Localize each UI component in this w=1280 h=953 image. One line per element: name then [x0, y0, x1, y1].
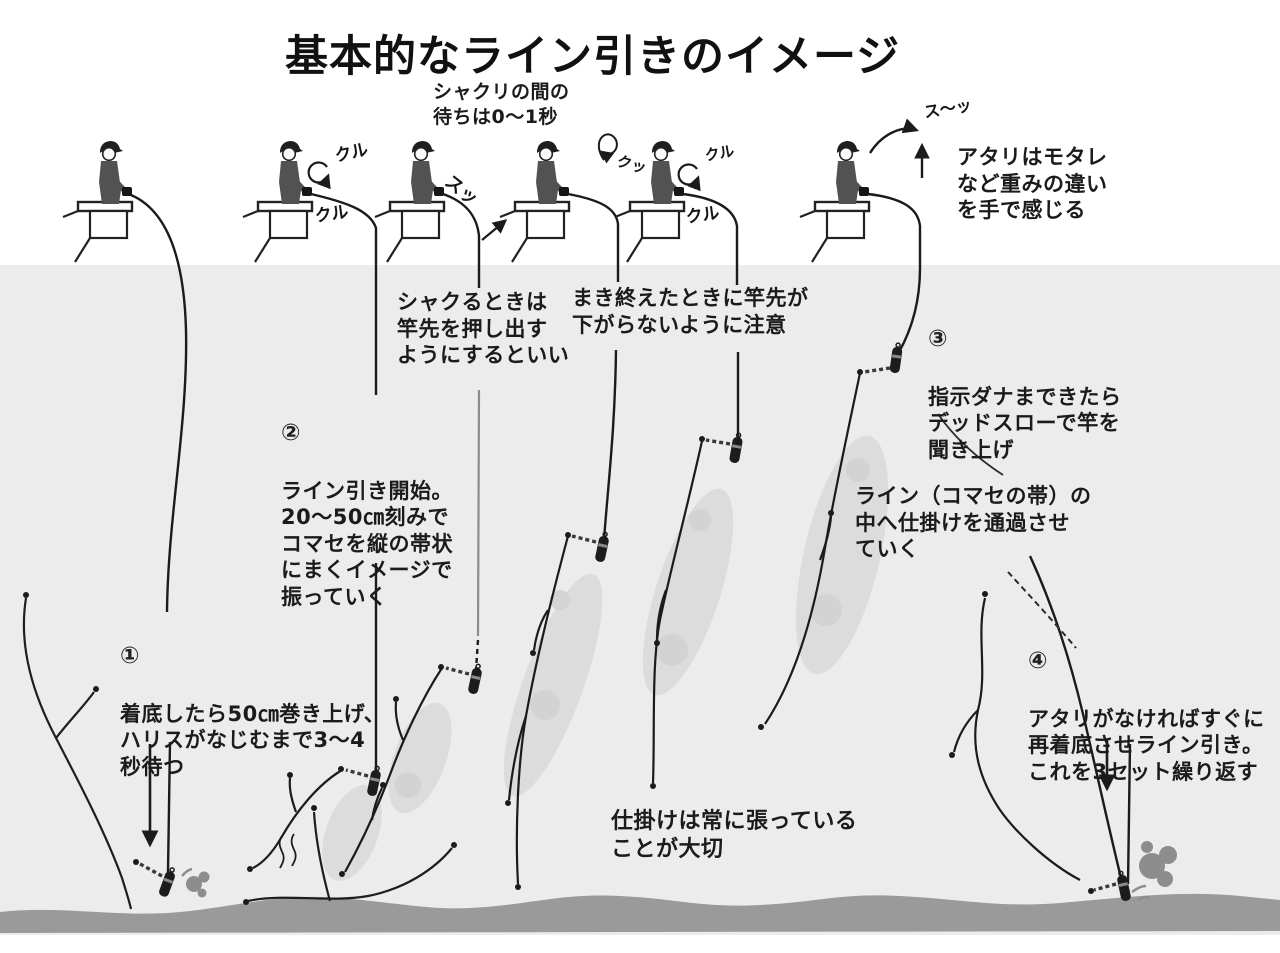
sand-puff-left [181, 867, 210, 898]
motion-arrows [141, 118, 1116, 848]
rig-1 [133, 859, 179, 899]
reel-arrow-icon-f2 [309, 162, 328, 182]
rig-7 [949, 591, 1133, 903]
note-chum-band: ライン（コマセの帯）の 中へ仕掛けを通過させ ていく [855, 484, 1092, 562]
note-rod-tip: まき終えたときに竿先が 下がらないように注意 [572, 286, 809, 337]
loop-arrow-icon [597, 133, 618, 164]
note-tension: 仕掛けは常に張っている ことが大切 [611, 809, 858, 862]
step-3: ③ 指示ダナまできたら デッドスローで竿を 聞き上げ [928, 298, 1122, 490]
fisherman-4 [536, 141, 569, 204]
note-shakuri-wait: シャクリの間の 待ちは0〜1秒 [433, 81, 570, 128]
fishing-line-1-drop [166, 741, 172, 873]
motion-label-f2-bottom: クル [313, 202, 350, 227]
boat-1 [61, 200, 134, 264]
boat-2 [241, 200, 314, 264]
fisherman-6 [836, 141, 869, 204]
sand-puff-right [1131, 841, 1177, 902]
step-2-number: ② [281, 419, 301, 446]
rig-5 [650, 431, 745, 789]
fisherman-3 [411, 141, 444, 204]
step-4: ④ アタリがなければすぐに 再着底させライン引き。 これを3セット繰り返す [1028, 620, 1265, 812]
rig-2 [247, 764, 384, 872]
seafloor [0, 893, 1280, 933]
rigs [133, 341, 1133, 903]
fishing-line-7-drop [1126, 743, 1132, 885]
fishing-line-6 [867, 192, 922, 353]
note-push-rod: シャクるときは 竿先を押し出す ようにするといい [397, 290, 570, 368]
step-1-text: 着底したら50㎝巻き上げ、 ハリスがなじむまで3〜4 秒待つ [120, 701, 386, 779]
step-2: ② ライン引き開始。 20〜50㎝刻みで コマセを縦の帯状 にまくイメージで 振… [281, 392, 453, 637]
step-1-number: ① [120, 642, 140, 669]
fishing-line-7 [1028, 555, 1124, 883]
fisherman-2 [279, 141, 312, 204]
step-1: ① 着底したら50㎝巻き上げ、 ハリスがなじむまで3〜4 秒待つ [120, 615, 385, 807]
fishing-line-4 [567, 192, 620, 282]
fishing-line-1 [130, 193, 188, 613]
step-3-text: 指示ダナまできたら デッドスローで竿を 聞き上げ [928, 384, 1122, 462]
boat-5 [613, 200, 686, 264]
fisherman-1 [99, 141, 132, 204]
rig-3 [339, 662, 485, 877]
boat-6 [798, 200, 871, 264]
boat-3 [373, 200, 446, 264]
chum-bands [322, 435, 889, 881]
annotation-connectors [937, 413, 1077, 649]
push-arrow-icon [481, 219, 508, 241]
rig-4 [505, 530, 612, 890]
step-4-number: ④ [1028, 647, 1048, 674]
old-slack-lines [22, 592, 457, 910]
fishing-line-3 [442, 192, 481, 288]
step-2-text: ライン引き開始。 20〜50㎝刻みで コマセを縦の帯状 にまくイメージで 振って… [281, 478, 453, 610]
lift-swoosh-icon [868, 118, 919, 154]
reel-arrow-icon-f5 [679, 164, 698, 184]
fishing-lines [130, 192, 1132, 885]
boat-4 [498, 200, 571, 264]
sea-water [0, 265, 1280, 935]
motion-label-f5-bottom: クル [684, 203, 721, 228]
step-4-text: アタリがなければすぐに 再着底させライン引き。 これを3セット繰り返す [1028, 706, 1265, 784]
fishing-line-2 [310, 192, 378, 395]
fishing-line-5 [682, 192, 739, 285]
rig-6 [758, 341, 905, 730]
step-3-number: ③ [928, 325, 948, 352]
note-atari: アタリはモタレ など重みの違い を手で感じる [957, 145, 1108, 223]
page-title: 基本的なライン引きのイメージ [285, 32, 901, 82]
